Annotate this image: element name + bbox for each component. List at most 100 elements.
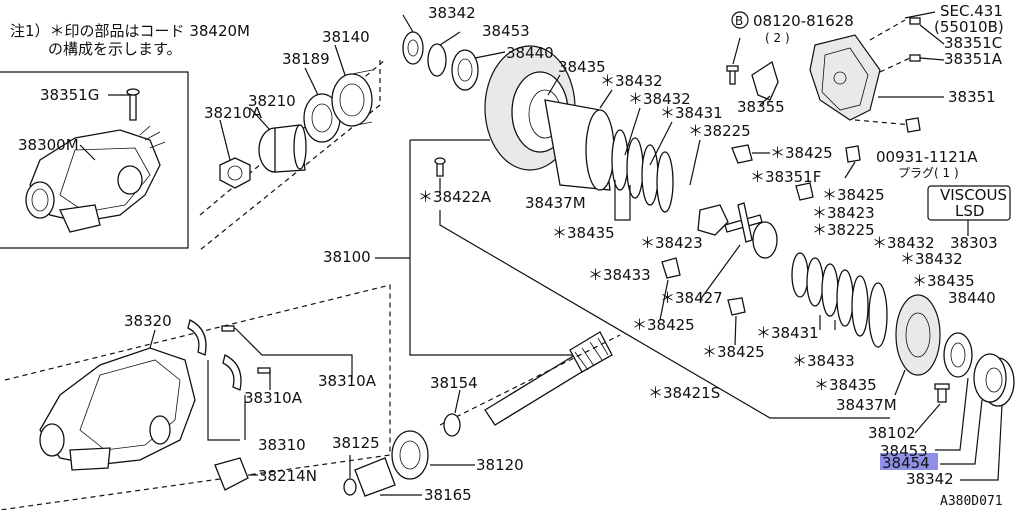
label-38342-bottom[interactable]: 38342 [906,470,954,488]
label-38351a[interactable]: 38351A [944,50,1003,68]
leader-38342-top [402,14,414,33]
bracket-38431b [819,315,836,330]
note-line-2: の構成を示します。 [48,40,182,58]
label-38435-top[interactable]: 38435 [558,58,606,76]
label-38425-d[interactable]: ＊38425 [702,343,765,361]
label-38355[interactable]: 38355 [737,98,785,116]
pinion-38425-b [795,182,814,201]
label-38300m[interactable]: 38300M [18,136,79,154]
bolt-08120 [726,65,739,85]
label-38351c[interactable]: 38351C [944,34,1002,52]
label-38425-a[interactable]: ＊38425 [770,144,833,162]
label-38435-mid[interactable]: ＊38435 [552,224,615,242]
label-38432-c[interactable]: ＊38432 [872,234,935,252]
label-38210[interactable]: 38210 [248,92,296,110]
label-38165[interactable]: 38165 [424,486,472,504]
label-plug-name: プラグ( 1 ) [898,166,959,180]
bearing-38440-bottom [943,332,973,378]
label-sec-ref[interactable]: SEC.431 [940,2,1003,20]
label-38225-b[interactable]: ＊38225 [812,221,875,239]
bolt-38310a-1 [221,325,235,332]
pinion-cross [697,202,763,243]
label-38342-top[interactable]: 38342 [428,4,476,22]
note-line-1: 注1）＊印の部品はコード 38420M [10,22,250,40]
label-38433-top[interactable]: ＊38433 [588,266,651,284]
label-38310a-2[interactable]: 38310A [244,389,303,407]
label-38433-b[interactable]: ＊38433 [792,352,855,370]
dash-bolt-a [879,57,911,73]
cover-38351 [809,34,881,121]
leader-38210a [219,119,231,161]
bracket-38355 [751,60,779,101]
leader-38189 [304,67,319,96]
spacer-38154 [443,413,461,437]
leader-38355 [759,95,771,106]
final-drive-assembly-drawing [25,88,166,233]
leader-38342-bottom [960,404,1003,481]
label-38432-d[interactable]: ＊38432 [900,250,963,268]
label-38454[interactable]: 38454 [882,454,930,472]
nut-38210a [219,157,251,189]
bearing-38342-bottom [973,353,1015,407]
label-38102[interactable]: 38102 [868,424,916,442]
label-38435-c[interactable]: ＊38435 [912,272,975,290]
frame-38421s [439,210,890,419]
leader-38453-top [439,31,461,46]
label-plug-code[interactable]: 00931-1121A [876,148,978,166]
label-38120[interactable]: 38120 [476,456,524,474]
bolt-38351a [909,54,921,62]
label-38351f[interactable]: ＊38351F [750,168,821,186]
label-38303[interactable]: 38303 [950,234,998,252]
leader-bolt [732,37,741,65]
label-38423-b[interactable]: ＊38423 [812,204,875,222]
dash-plug [854,119,913,126]
label-38225-top[interactable]: ＊38225 [688,122,751,140]
label-38310a-1[interactable]: 38310A [318,372,377,390]
label-38431-b[interactable]: ＊38431 [756,324,819,342]
bearing-cap-lower [222,354,242,391]
label-38351g[interactable]: 38351G [40,86,99,104]
label-38210a[interactable]: 38210A [204,104,263,122]
label-38351[interactable]: 38351 [948,88,996,106]
label-38140[interactable]: 38140 [322,28,370,46]
lsd-case-top [544,99,615,191]
leader-38351c [919,24,945,45]
bracket-38435 [614,180,631,221]
highlight-box[interactable] [880,453,938,470]
label-38453-bottom[interactable]: 38453 [880,442,928,460]
label-38437m-bottom[interactable]: 38437M [836,396,897,414]
diagram-id: A380D071 [940,494,1003,509]
label-bolt-qty: ( 2 ) [765,31,790,45]
label-38189[interactable]: 38189 [282,50,330,68]
leader-38454 [940,399,983,465]
label-bolt-code[interactable]: 08120-81628 [753,12,854,30]
label-38421s[interactable]: ＊38421S [648,384,720,402]
label-sec-ref-2: (55010B) [934,18,1004,36]
label-38423-top[interactable]: ＊38423 [640,234,703,252]
label-38453-top[interactable]: 38453 [482,22,530,40]
label-38440-b[interactable]: 38440 [948,289,996,307]
label-38425-c[interactable]: ＊38425 [632,316,695,334]
label-38320[interactable]: 38320 [124,312,172,330]
label-38310[interactable]: 38310 [258,436,306,454]
label-38214n[interactable]: 38214N [258,467,317,485]
label-38125[interactable]: 38125 [332,434,380,452]
lsd-case-bottom [895,294,941,376]
label-38154[interactable]: 38154 [430,374,478,392]
label-38435-d[interactable]: ＊38435 [814,376,877,394]
bearing-38342-top [402,31,424,65]
leaders-top-star [547,74,701,186]
label-38425-b[interactable]: ＊38425 [822,186,885,204]
label-38427[interactable]: ＊38427 [660,289,723,307]
leader-38102 [914,403,941,434]
washer-38427 [661,257,681,279]
leader-38427 [699,244,741,301]
label-38431-top[interactable]: ＊38431 [660,104,723,122]
label-38422a[interactable]: ＊38422A [418,188,492,206]
label-38100[interactable]: 38100 [323,248,371,266]
label-38437m-top[interactable]: 38437M [525,194,586,212]
label-38432-top-a[interactable]: ＊38432 [600,72,663,90]
label-38432-top-b[interactable]: ＊38432 [628,90,691,108]
label-38440-top[interactable]: 38440 [506,44,554,62]
